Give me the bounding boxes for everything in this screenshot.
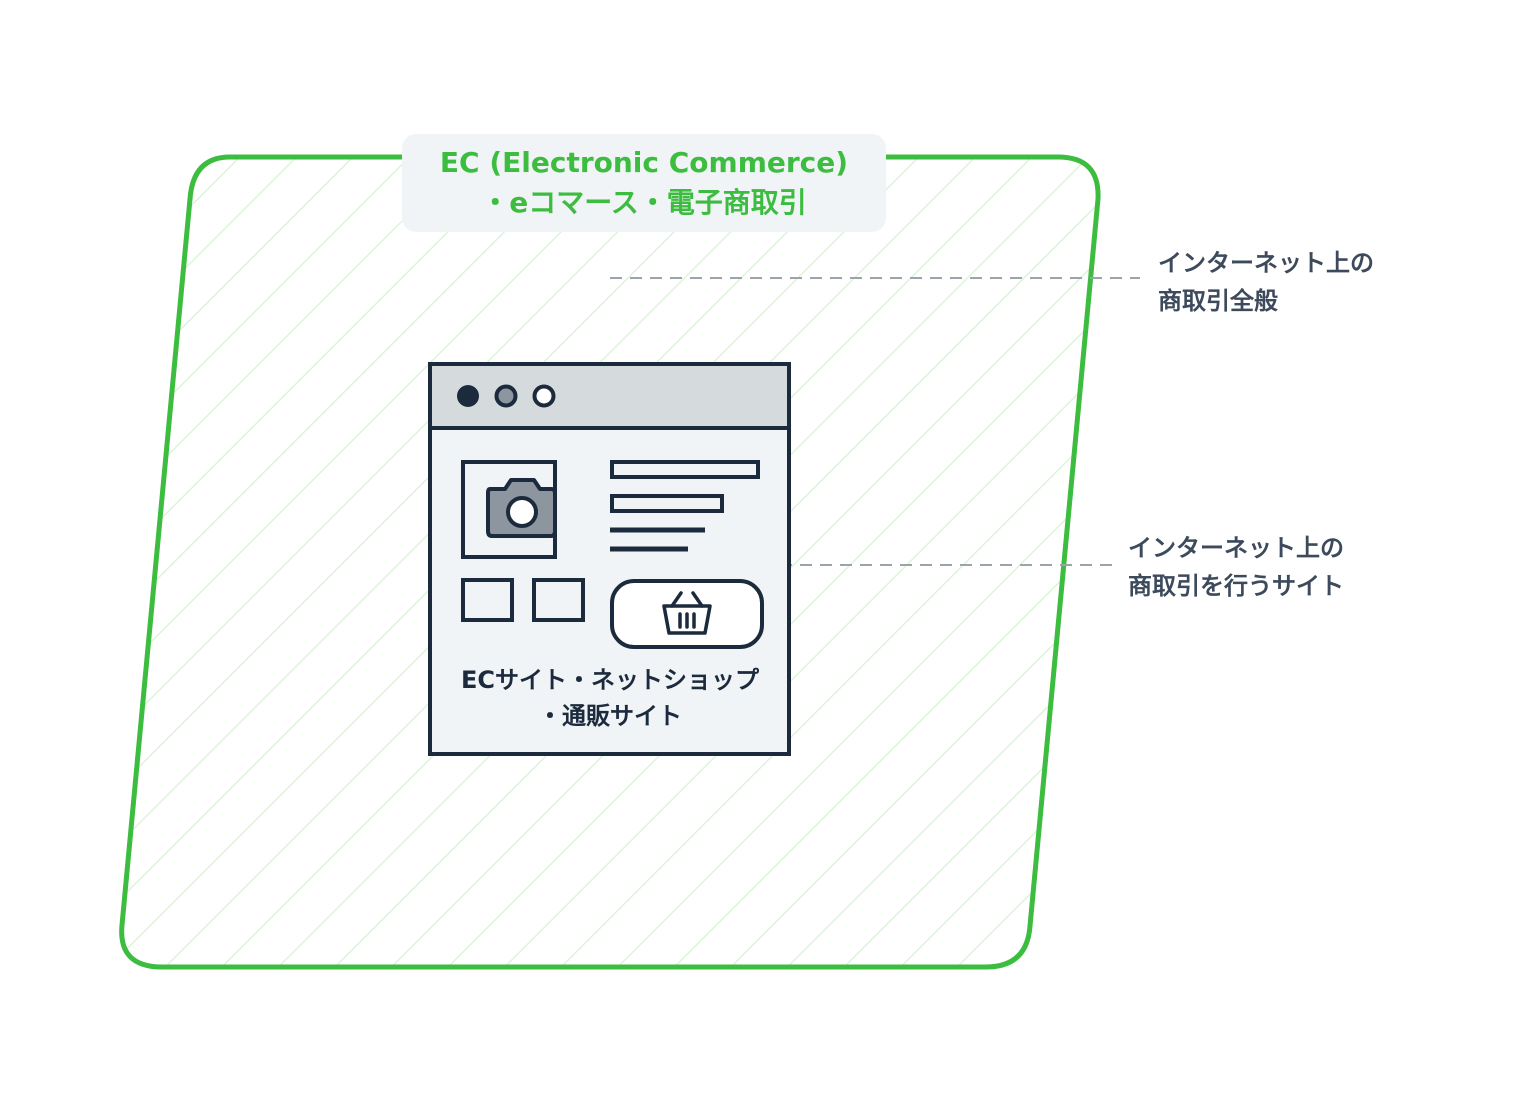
site-label: ECサイト・ネットショップ ・通販サイト	[432, 662, 788, 734]
site-label-line1: ECサイト・ネットショップ	[460, 666, 759, 694]
window-dot-icon	[457, 385, 479, 407]
annotation-site: インターネット上の 商取引を行うサイト	[1128, 529, 1344, 605]
shopping-basket-icon	[662, 591, 712, 635]
annotation-line: 商取引全般	[1158, 287, 1278, 315]
ec-title-line1: EC (Electronic Commerce)	[439, 146, 849, 179]
thumbnail	[461, 578, 514, 622]
thumbnail	[532, 578, 585, 622]
annotation-line: 商取引を行うサイト	[1128, 572, 1344, 600]
site-label-line2: ・通販サイト	[538, 702, 682, 730]
browser-window	[428, 362, 791, 756]
window-titlebar	[432, 366, 787, 428]
camera-icon	[486, 478, 557, 538]
text-line	[610, 494, 724, 513]
annotation-ec: インターネット上の 商取引全般	[1158, 244, 1374, 320]
annotation-line: インターネット上の	[1128, 534, 1344, 562]
ec-region-title: EC (Electronic Commerce) ・eコマース・電子商取引	[402, 134, 886, 232]
text-line	[610, 460, 760, 479]
annotation-line: インターネット上の	[1158, 249, 1374, 277]
window-dot-icon	[532, 384, 556, 408]
ec-title-line2: ・eコマース・電子商取引	[481, 186, 807, 219]
window-dot-icon	[494, 384, 518, 408]
